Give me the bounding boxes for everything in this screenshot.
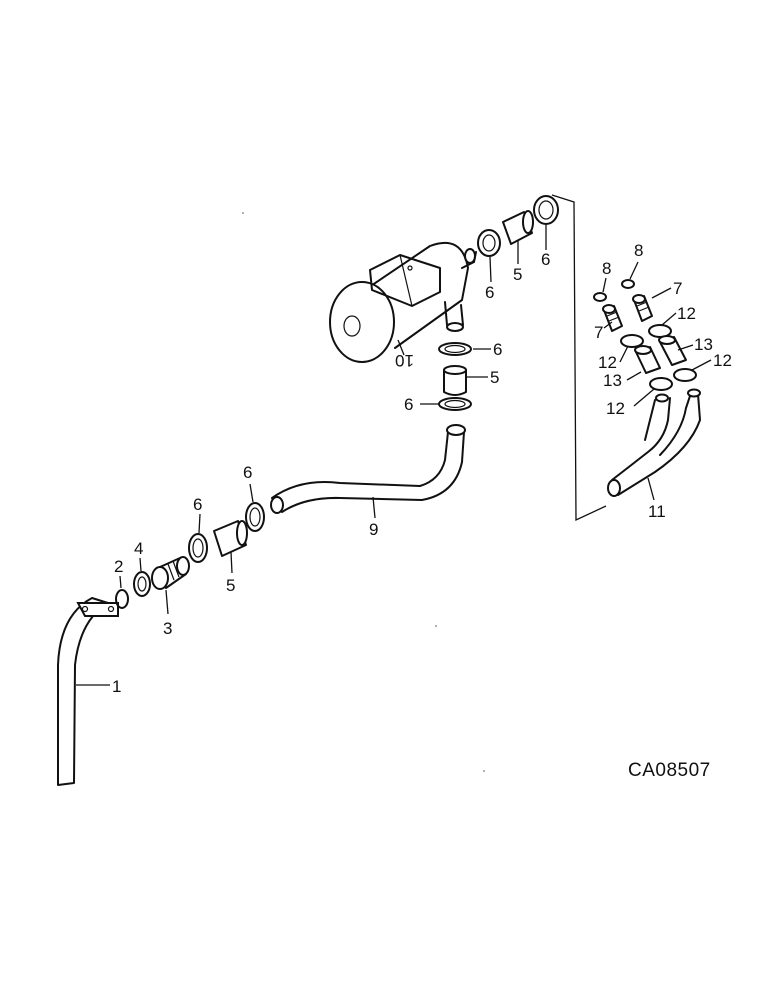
callout-labels: 1 2 4 3 5 6 6 9 10 6 5 6 6 5 6 8 8 7 7 1… — [112, 241, 732, 781]
part-6-clamp-middle-1 — [438, 397, 472, 411]
part-6-clamp-middle-2 — [438, 342, 472, 356]
part-1-tube — [57, 597, 119, 786]
callout-1: 1 — [112, 677, 121, 696]
part-3-fitting — [151, 556, 190, 590]
callout-5-middle: 5 — [490, 368, 499, 387]
callout-7-left: 7 — [594, 323, 603, 342]
callout-12-upper-right: 12 — [677, 304, 696, 323]
callout-3: 3 — [163, 619, 172, 638]
part-6-clamp-upper-1 — [477, 229, 501, 257]
callout-12-upper-left: 12 — [598, 353, 617, 372]
callout-6-upper-2: 6 — [541, 250, 550, 269]
part-11-manifold — [607, 388, 701, 497]
callout-13-right: 13 — [694, 335, 713, 354]
callout-11: 11 — [648, 502, 666, 521]
callout-12-lower-left: 12 — [606, 399, 625, 418]
callout-6-upper-1: 6 — [485, 283, 494, 302]
callout-5-lower: 5 — [226, 576, 235, 595]
callout-6-lower-2: 6 — [243, 463, 252, 482]
callout-4: 4 — [134, 539, 143, 558]
callout-13-left: 13 — [603, 371, 622, 390]
part-12-clamp-lower-right — [673, 368, 697, 382]
phantom-connector-line — [551, 194, 607, 522]
part-12-clamp-upper-left — [620, 334, 644, 348]
part-6-clamp-lower-1 — [188, 533, 208, 563]
callout-2: 2 — [114, 557, 123, 576]
part-5-coupler-middle — [443, 365, 467, 396]
callout-9: 9 — [369, 520, 378, 539]
part-5-coupler-lower — [213, 520, 248, 557]
part-4-ring — [133, 571, 151, 597]
part-13-hose-left — [634, 345, 661, 374]
callout-8-left: 8 — [602, 259, 611, 278]
part-7-valve-right — [632, 294, 653, 322]
drawing-code: CA08507 — [628, 760, 711, 781]
part-12-clamp-lower-left — [649, 377, 673, 391]
part-6-clamp-upper-2 — [533, 195, 559, 225]
leader-lines — [76, 225, 712, 686]
callout-7-right: 7 — [673, 279, 682, 298]
part-2-ring — [115, 589, 129, 609]
part-10-canister — [329, 241, 477, 363]
part-13-hose-right — [658, 335, 687, 366]
callout-12-lower-right: 12 — [713, 351, 732, 370]
callout-10: 10 — [395, 351, 414, 370]
part-6-clamp-lower-2 — [245, 502, 265, 532]
callout-6-middle-2: 6 — [404, 395, 413, 414]
scan-specks — [242, 212, 485, 772]
callout-6-lower-1: 6 — [193, 495, 202, 514]
part-5-coupler-upper — [502, 210, 534, 245]
part-9-hose — [270, 424, 466, 514]
callout-6-middle-1: 6 — [493, 340, 502, 359]
callout-5-upper: 5 — [513, 265, 522, 284]
part-8-cap-left — [593, 292, 607, 302]
callout-8-right: 8 — [634, 241, 643, 260]
part-8-cap-right — [621, 279, 635, 289]
